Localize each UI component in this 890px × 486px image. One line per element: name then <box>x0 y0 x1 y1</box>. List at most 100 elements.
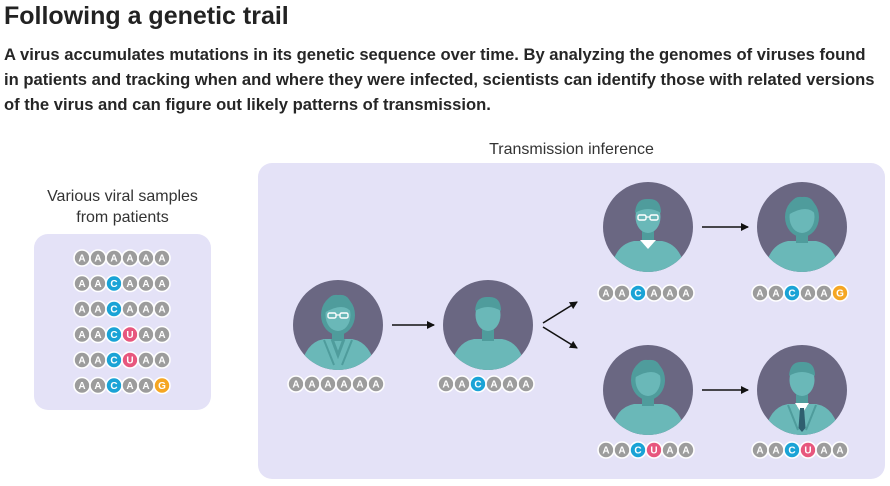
svg-text:A: A <box>142 381 149 392</box>
nucleotide-U: U <box>121 351 139 369</box>
nucleotide-A: A <box>767 441 785 459</box>
svg-text:C: C <box>788 289 795 300</box>
svg-text:A: A <box>618 289 625 300</box>
nucleotide-C: C <box>783 284 801 302</box>
svg-text:U: U <box>650 446 657 457</box>
nucleotide-A: A <box>287 375 305 393</box>
nucleotide-A: A <box>485 375 503 393</box>
svg-text:A: A <box>682 446 689 457</box>
svg-text:A: A <box>142 356 149 367</box>
svg-text:A: A <box>126 254 133 265</box>
nucleotide-A: A <box>153 274 171 293</box>
svg-text:A: A <box>158 330 165 341</box>
nucleotide-C: C <box>629 284 647 302</box>
arrow-p2-to-p5 <box>542 326 578 349</box>
svg-text:A: A <box>126 279 133 290</box>
nucleotide-G: G <box>831 284 849 302</box>
svg-text:A: A <box>324 380 331 391</box>
page-description: A virus accumulates mutations in its gen… <box>4 45 875 114</box>
nucleotide-A: A <box>121 274 139 293</box>
nucleotide-A: A <box>137 274 155 293</box>
nucleotide-A: A <box>137 376 155 395</box>
nucleotide-C: C <box>105 376 123 395</box>
svg-text:A: A <box>356 380 363 391</box>
nucleotide-C: C <box>629 441 647 459</box>
nucleotide-U: U <box>121 325 139 344</box>
svg-text:A: A <box>126 305 133 316</box>
nucleotide-A: A <box>367 375 385 393</box>
svg-text:C: C <box>634 446 641 457</box>
svg-text:A: A <box>650 289 657 300</box>
svg-text:C: C <box>110 305 117 316</box>
svg-text:A: A <box>308 380 315 391</box>
svg-text:A: A <box>110 254 117 265</box>
svg-text:C: C <box>110 381 117 392</box>
svg-text:A: A <box>682 289 689 300</box>
nucleotide-A: A <box>73 376 91 395</box>
transmission-arrows <box>392 223 749 394</box>
svg-text:C: C <box>110 279 117 290</box>
svg-text:A: A <box>666 446 673 457</box>
nucleotide-A: A <box>613 284 631 302</box>
page-title: Following a genetic trail <box>4 2 289 30</box>
nucleotide-A: A <box>153 249 171 267</box>
svg-text:A: A <box>666 289 673 300</box>
nucleotide-A: A <box>89 351 107 369</box>
svg-text:A: A <box>292 380 299 391</box>
svg-text:C: C <box>634 289 641 300</box>
svg-text:A: A <box>142 330 149 341</box>
svg-text:A: A <box>836 446 843 457</box>
nucleotide-C: C <box>105 351 123 369</box>
svg-text:A: A <box>94 381 101 392</box>
nucleotide-A: A <box>153 325 171 344</box>
nucleotide-A: A <box>335 375 353 393</box>
svg-text:A: A <box>442 380 449 391</box>
svg-text:A: A <box>490 380 497 391</box>
svg-text:A: A <box>772 446 779 457</box>
nucleotide-G: G <box>153 376 171 395</box>
nucleotide-A: A <box>351 375 369 393</box>
svg-text:A: A <box>78 381 85 392</box>
svg-text:A: A <box>126 381 133 392</box>
svg-text:A: A <box>94 279 101 290</box>
svg-text:A: A <box>458 380 465 391</box>
svg-text:G: G <box>836 289 844 300</box>
nucleotide-A: A <box>517 375 535 393</box>
nucleotide-C: C <box>105 274 123 293</box>
svg-text:A: A <box>158 279 165 290</box>
nucleotide-A: A <box>89 249 107 267</box>
nucleotide-A: A <box>597 441 615 459</box>
nucleotide-C: C <box>105 300 123 318</box>
nucleotide-A: A <box>153 351 171 369</box>
nucleotide-A: A <box>677 441 695 459</box>
nucleotide-A: A <box>661 284 679 302</box>
svg-text:A: A <box>522 380 529 391</box>
svg-text:C: C <box>110 330 117 341</box>
svg-text:A: A <box>94 254 101 265</box>
nucleotide-A: A <box>137 351 155 369</box>
svg-text:A: A <box>506 380 513 391</box>
nucleotide-A: A <box>751 441 769 459</box>
svg-text:C: C <box>788 446 795 457</box>
nucleotide-A: A <box>751 284 769 302</box>
nucleotide-U: U <box>799 441 817 459</box>
nucleotide-A: A <box>661 441 679 459</box>
svg-text:A: A <box>94 305 101 316</box>
svg-text:A: A <box>158 305 165 316</box>
svg-text:U: U <box>804 446 811 457</box>
svg-text:A: A <box>78 305 85 316</box>
svg-text:A: A <box>756 446 763 457</box>
nucleotide-A: A <box>105 249 123 267</box>
nucleotide-A: A <box>73 300 91 318</box>
svg-text:A: A <box>78 279 85 290</box>
svg-text:A: A <box>94 356 101 367</box>
svg-text:A: A <box>340 380 347 391</box>
nucleotide-A: A <box>453 375 471 393</box>
